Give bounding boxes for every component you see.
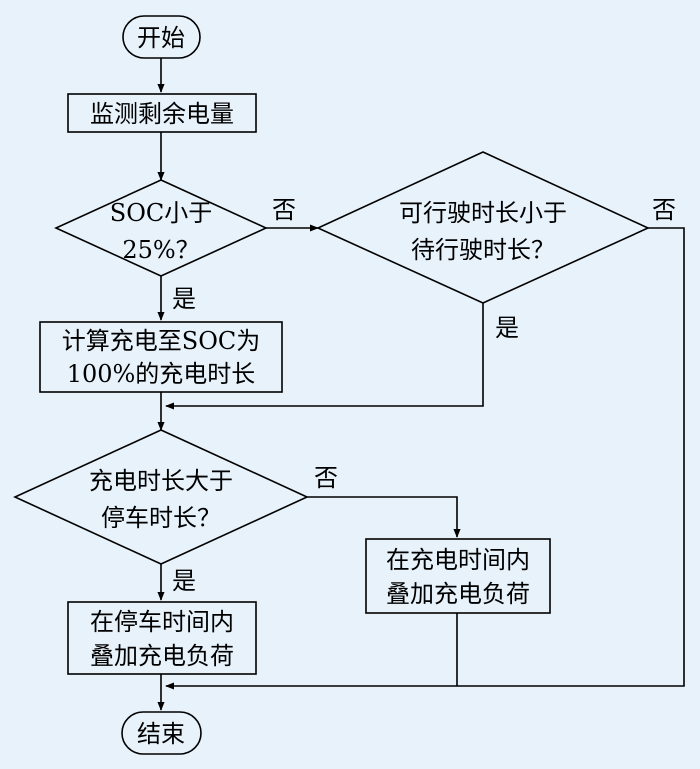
- monitor-box: [67, 93, 257, 133]
- drive-decision-shape: [316, 151, 650, 304]
- charge-check-line1: 充电时长大于: [89, 467, 233, 495]
- overlay-park-line2: 叠加充电负荷: [90, 642, 234, 670]
- overlay-charge-line2: 叠加充电负荷: [386, 580, 530, 608]
- charge-yes-label: 是: [172, 567, 196, 595]
- soc-yes-label: 是: [172, 285, 196, 313]
- edge-drive-no: [165, 227, 685, 690]
- charge-check-line2: 停车时长？: [101, 504, 221, 532]
- calc-line2: 100%的充电时长: [67, 360, 256, 388]
- soc-check-line1: SOC小于: [110, 199, 212, 227]
- end-label: 结束: [137, 720, 185, 748]
- start-node-shape: [122, 15, 201, 59]
- start-label: 开始: [137, 24, 185, 52]
- calc-box: [39, 321, 283, 393]
- overlay-park-line1: 在停车时间内: [90, 608, 234, 636]
- soc-check-line2: 25%？: [122, 236, 199, 264]
- charge-no-label: 否: [314, 464, 338, 492]
- drive-check-line1: 可行驶时长小于: [399, 199, 567, 227]
- overlay-charge-line1: 在充电时间内: [386, 546, 530, 574]
- overlay-park-box: [67, 601, 257, 675]
- drive-no-label: 否: [652, 196, 676, 224]
- overlay-charge-box: [365, 538, 551, 614]
- drive-yes-label: 是: [495, 314, 519, 342]
- soc-no-label: 否: [272, 196, 296, 224]
- drive-check-line2: 待行驶时长？: [411, 236, 555, 264]
- edge-drive-yes: [165, 303, 484, 410]
- edge-charge-no: [307, 496, 461, 538]
- calc-line1: 计算充电至SOC为: [62, 327, 260, 355]
- charge-decision-shape: [13, 429, 309, 565]
- monitor-label: 监测剩余电量: [90, 100, 234, 128]
- soc-decision-shape: [54, 179, 268, 277]
- end-node-shape: [121, 711, 202, 755]
